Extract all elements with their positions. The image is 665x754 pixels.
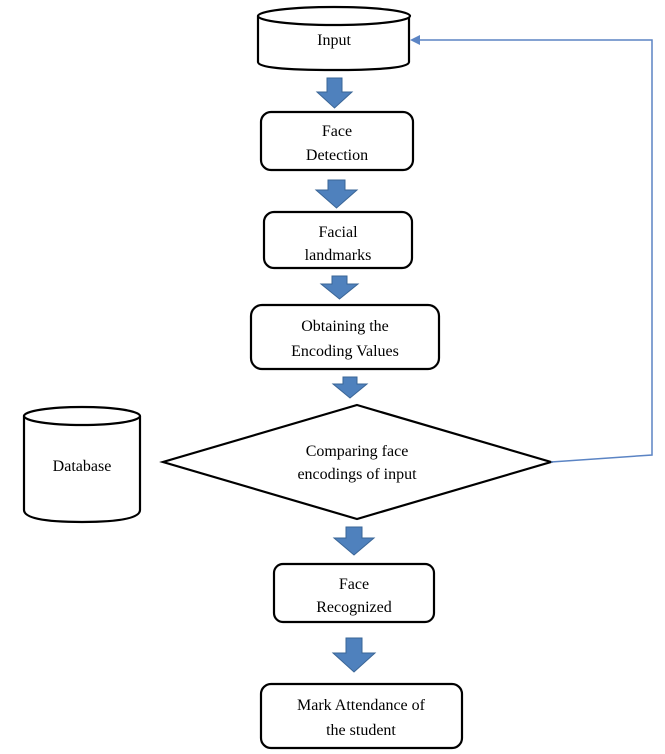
face-recognized-node: Face Recognized: [272, 562, 436, 624]
flow-arrow-1: [315, 77, 354, 109]
database-node: Database: [22, 405, 142, 524]
flow-arrow-4: [331, 376, 369, 399]
mark-attendance-label-line2: the student: [326, 722, 396, 739]
database-label: Database: [53, 458, 112, 475]
mark-attendance-node: Mark Attendance of the student: [259, 682, 464, 750]
flow-arrow-5: [332, 526, 376, 556]
encoding-values-label-line1: Obtaining the: [301, 318, 389, 335]
flow-arrow-3: [319, 275, 360, 300]
face-detection-node: Face Detection: [259, 110, 415, 172]
input-label: Input: [317, 32, 351, 49]
comparing-label-line2: encodings of input: [297, 466, 417, 483]
face-detection-label-line2: Detection: [306, 147, 368, 164]
encoding-values-node: Obtaining the Encoding Values: [249, 303, 441, 371]
facial-landmarks-label-line2: landmarks: [305, 247, 372, 264]
face-recognized-label-line1: Face: [339, 576, 369, 593]
face-detection-label-line1: Face: [322, 123, 352, 140]
feedback-loop-line: [418, 39, 653, 463]
feedback-arrowhead: [410, 35, 420, 45]
facial-landmarks-node: Facial landmarks: [262, 210, 414, 270]
encoding-values-label-line2: Encoding Values: [291, 343, 399, 360]
face-recognized-label-line2: Recognized: [316, 599, 392, 616]
input-node: Input: [256, 5, 412, 72]
flow-arrow-6: [331, 637, 377, 673]
mark-attendance-label-line1: Mark Attendance of: [297, 697, 426, 714]
facial-landmarks-label-line1: Facial: [318, 224, 358, 241]
comparing-label-line1: Comparing face: [306, 443, 409, 460]
flow-arrow-2: [314, 179, 359, 209]
comparing-decision-node: Comparing face encodings of input: [159, 403, 555, 521]
